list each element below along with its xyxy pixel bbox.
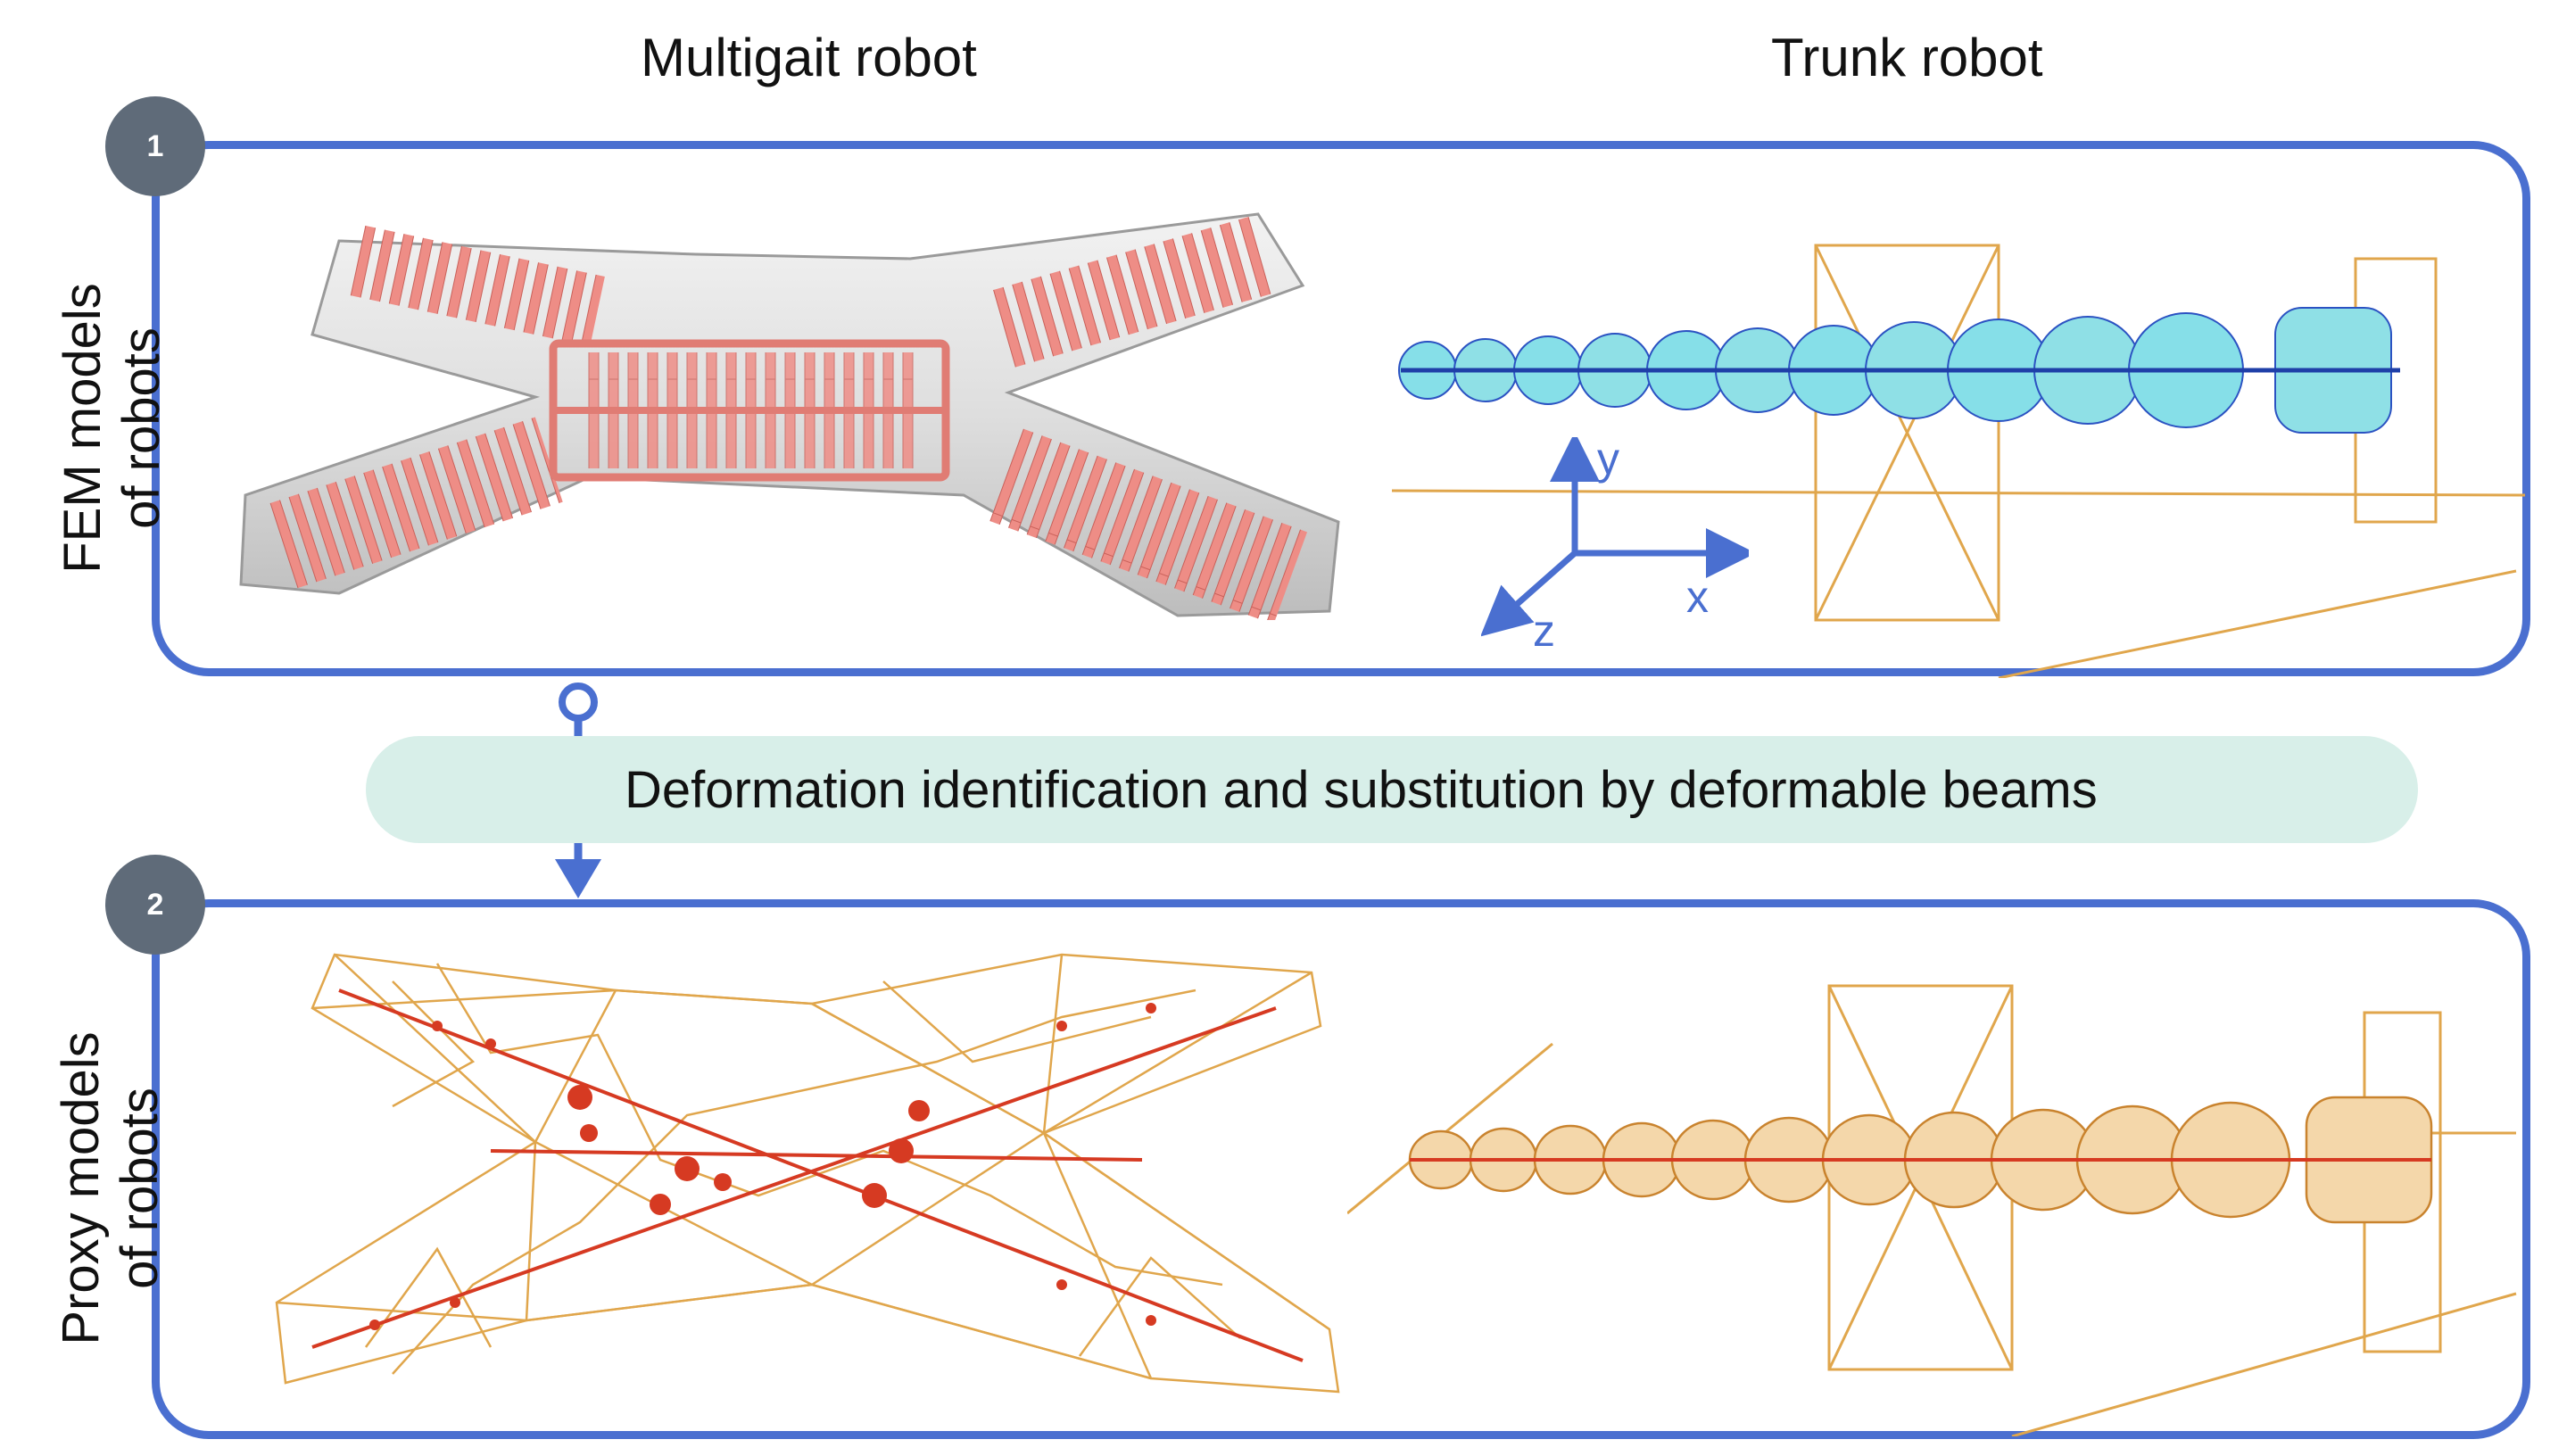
fem-trunk-robot-figure xyxy=(1392,241,2525,678)
proxy-trunk-svg xyxy=(1347,984,2517,1436)
proxy-multigait-svg xyxy=(275,953,1340,1394)
fem-multigait-svg xyxy=(239,212,1340,620)
proxy-models-label: Proxy models of robots xyxy=(52,1010,177,1367)
proxy-multigait-robot-figure xyxy=(259,928,1356,1427)
fem-models-label: FEM models of robots xyxy=(54,259,178,598)
fem-cavities-upper-right xyxy=(991,216,1271,368)
axis-x-label: x xyxy=(1686,572,1709,622)
proxy-trunk-robot-figure xyxy=(1347,972,2525,1436)
fem-models-panel xyxy=(152,141,2530,676)
proxy-models-panel xyxy=(152,899,2530,1439)
axis-y-label: y xyxy=(1597,434,1619,484)
fem-models-label-line2: of robots xyxy=(112,327,170,529)
coordinate-axes xyxy=(1481,437,1749,651)
transition-banner-text: Deformation identification and substitut… xyxy=(625,760,2098,819)
fem-multigait-robot-figure xyxy=(232,201,1392,620)
step-1-badge: 1 xyxy=(105,96,205,196)
fem-cavities-lower-left xyxy=(263,417,563,591)
proxy-beams xyxy=(311,989,1304,1362)
proxy-models-label-line1: Proxy models xyxy=(52,1031,110,1345)
trunk-robot-title: Trunk robot xyxy=(1771,28,2043,87)
fem-trunk-segments xyxy=(1398,307,2400,434)
proxy-models-label-line2: of robots xyxy=(111,1088,169,1289)
fem-trunk-svg xyxy=(1392,244,2525,678)
proxy-wire-mesh xyxy=(275,953,1340,1394)
coordinate-axes-svg xyxy=(1481,437,1749,637)
multigait-robot-title: Multigait robot xyxy=(641,28,977,87)
fem-models-label-line1: FEM models xyxy=(54,283,112,574)
transition-banner: Deformation identification and substitut… xyxy=(366,736,2418,843)
proxy-beam-nodes xyxy=(369,1003,1156,1330)
fem-cavities-lower-right xyxy=(988,428,1308,620)
step-2-badge: 2 xyxy=(105,855,205,955)
fem-cavities-upper-left xyxy=(345,224,605,347)
axis-z-label: z xyxy=(1533,606,1555,656)
